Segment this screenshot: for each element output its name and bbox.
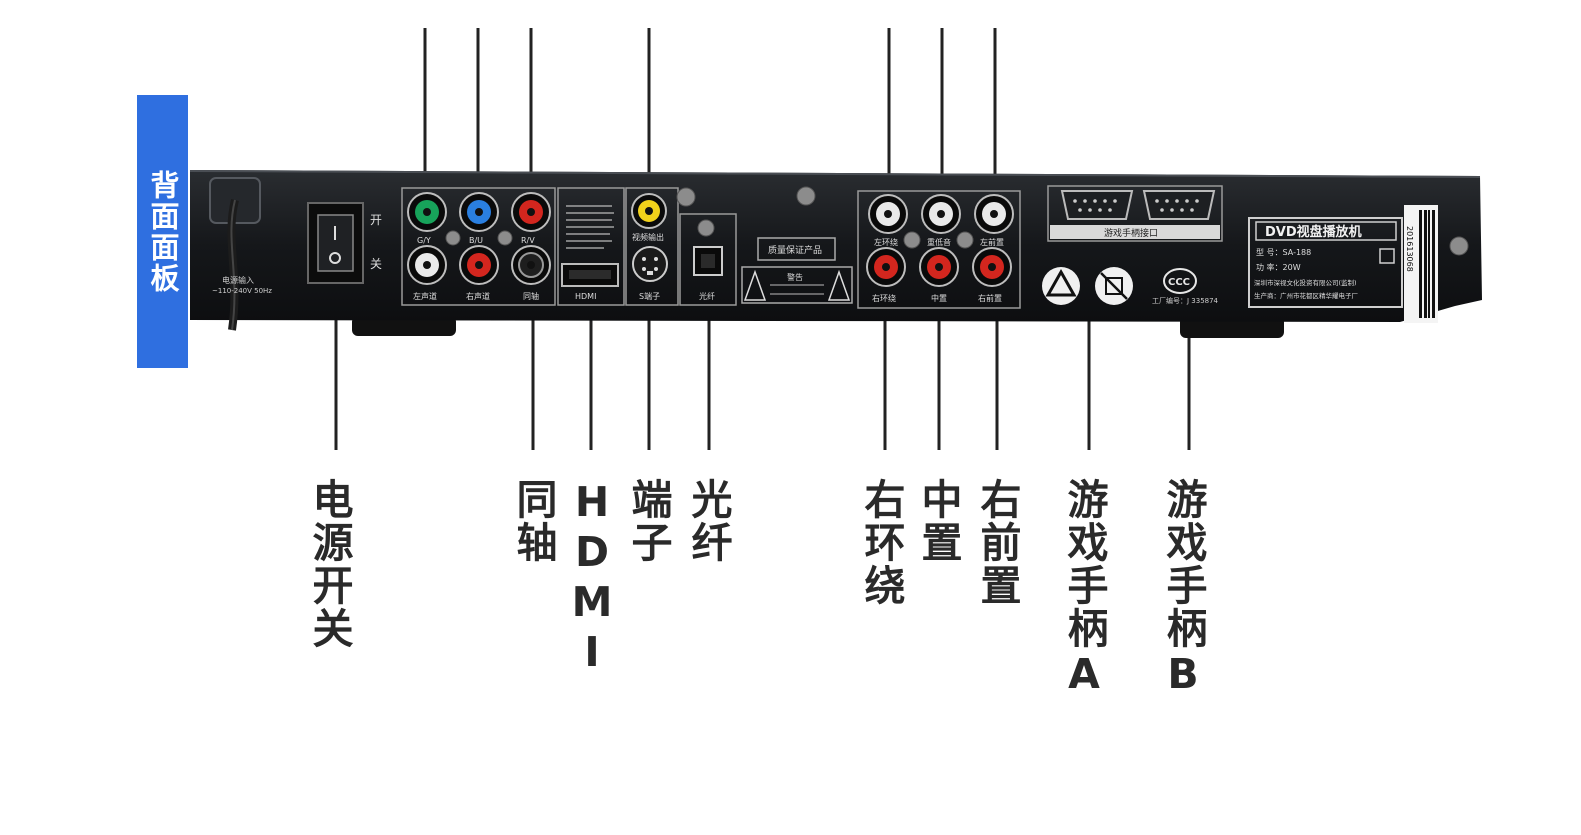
s-video-port[interactable] xyxy=(632,246,668,282)
screw xyxy=(497,230,513,246)
power-rating-label: 功 率：20W xyxy=(1256,262,1301,272)
gamepad-strip xyxy=(1050,225,1220,239)
jack-audio-right[interactable] xyxy=(459,245,499,285)
product-label-plate xyxy=(1248,217,1403,308)
callout-coaxial: 同轴 xyxy=(509,478,557,564)
screw xyxy=(796,186,816,206)
audio-left-label: 左声道 xyxy=(413,291,437,301)
warning-plate xyxy=(741,266,853,304)
power-spec-label: ~110-240V 50Hz xyxy=(212,287,272,295)
callout-gamepad-b: 游戏手柄B xyxy=(1159,478,1207,700)
video-out-label: 视频输出 xyxy=(632,232,664,242)
coaxial-label: 同轴 xyxy=(523,291,539,301)
jack-surround-left[interactable] xyxy=(868,194,908,234)
power-input-label: 电源输入 xyxy=(222,275,254,285)
optical-port[interactable] xyxy=(693,246,723,276)
optical-label: 光纤 xyxy=(699,291,715,301)
callout-center: 中置 xyxy=(914,478,962,564)
jack-surround-right[interactable] xyxy=(866,247,906,287)
jack-video-out[interactable] xyxy=(631,193,667,229)
jack-center[interactable] xyxy=(919,247,959,287)
factory-no-label: 工厂编号：J 335874 xyxy=(1152,296,1219,305)
component-audio-group xyxy=(401,187,556,306)
component-v-label: R/V xyxy=(521,236,535,245)
screw xyxy=(1449,236,1469,256)
surround-right-label: 右环绕 xyxy=(872,293,896,303)
power-switch[interactable] xyxy=(307,202,364,284)
hdmi-port[interactable] xyxy=(561,263,619,287)
surround-group xyxy=(857,190,1021,309)
hdmi-text-block xyxy=(566,205,614,249)
component-u-label: B/U xyxy=(469,236,483,245)
rear-panel-tab-label: 背面面板 xyxy=(146,169,180,294)
jack-front-left[interactable] xyxy=(974,194,1014,234)
s-video-label: S端子 xyxy=(639,291,660,301)
front-right-label: 右前置 xyxy=(978,293,1002,303)
jack-audio-left[interactable] xyxy=(407,245,447,285)
no-disposal-icon xyxy=(1095,267,1133,305)
ccc-mark: CCC xyxy=(1168,277,1190,288)
gamepad-group xyxy=(1047,185,1223,242)
factory-label: 生产商：广州市花都区精华耀电子厂 xyxy=(1254,291,1359,300)
rear-panel-tab: 背面面板 xyxy=(137,95,188,368)
screw xyxy=(697,219,715,237)
callout-gamepad-a: 游戏手柄A xyxy=(1060,478,1108,700)
video-group xyxy=(625,187,679,306)
ccc-icon: CCC xyxy=(1163,268,1197,294)
gamepad-port-b[interactable] xyxy=(1142,190,1216,220)
jack-component-v[interactable] xyxy=(511,192,551,232)
gamepad-port-a[interactable] xyxy=(1060,190,1134,220)
callout-hdmi: HDMI xyxy=(568,478,616,678)
quality-label-box xyxy=(757,237,836,261)
optical-group xyxy=(679,213,737,306)
front-left-label: 左前置 xyxy=(980,237,1004,247)
warning-label: 警告 xyxy=(787,272,803,282)
audio-right-label: 右声道 xyxy=(466,291,490,301)
model-label: 型 号：SA-188 xyxy=(1256,248,1311,257)
switch-on-label: 开 xyxy=(370,213,382,227)
product-name: DVD视盘播放机 xyxy=(1265,224,1362,240)
power-cord xyxy=(209,177,261,331)
screw xyxy=(903,231,921,249)
screw xyxy=(445,230,461,246)
chassis-edge xyxy=(189,170,1481,178)
subwoofer-label: 重低音 xyxy=(927,237,951,247)
hdmi-group xyxy=(557,187,625,306)
jack-coaxial[interactable] xyxy=(511,245,551,285)
serial-number: 201613068 xyxy=(1405,226,1414,272)
jack-subwoofer[interactable] xyxy=(921,194,961,234)
jack-front-right[interactable] xyxy=(972,247,1012,287)
serial-barcode xyxy=(1404,205,1438,323)
callout-front-right: 右前置 xyxy=(973,478,1021,607)
switch-off-label: 关 xyxy=(370,257,382,271)
callout-power-switch: 电源开关 xyxy=(305,478,353,650)
callout-surround-right: 右环绕 xyxy=(857,478,905,607)
recycle-icon xyxy=(1042,267,1080,305)
screw xyxy=(956,231,974,249)
jack-component-y[interactable] xyxy=(407,192,447,232)
jack-component-u[interactable] xyxy=(459,192,499,232)
screw xyxy=(676,187,696,207)
hdmi-label: HDMI xyxy=(575,292,596,301)
quality-label: 质量保证产品 xyxy=(768,244,822,256)
foot xyxy=(352,316,456,336)
surround-left-label: 左环绕 xyxy=(874,237,898,247)
callout-s-video: 端子 xyxy=(624,478,672,564)
gamepad-port-label: 游戏手柄接口 xyxy=(1104,227,1158,239)
component-y-label: G/Y xyxy=(417,236,431,245)
center-label: 中置 xyxy=(931,293,947,303)
callout-optical: 光纤 xyxy=(684,478,732,564)
maker-label: 深圳市深视文化投资有限公司(监制) xyxy=(1254,278,1357,287)
